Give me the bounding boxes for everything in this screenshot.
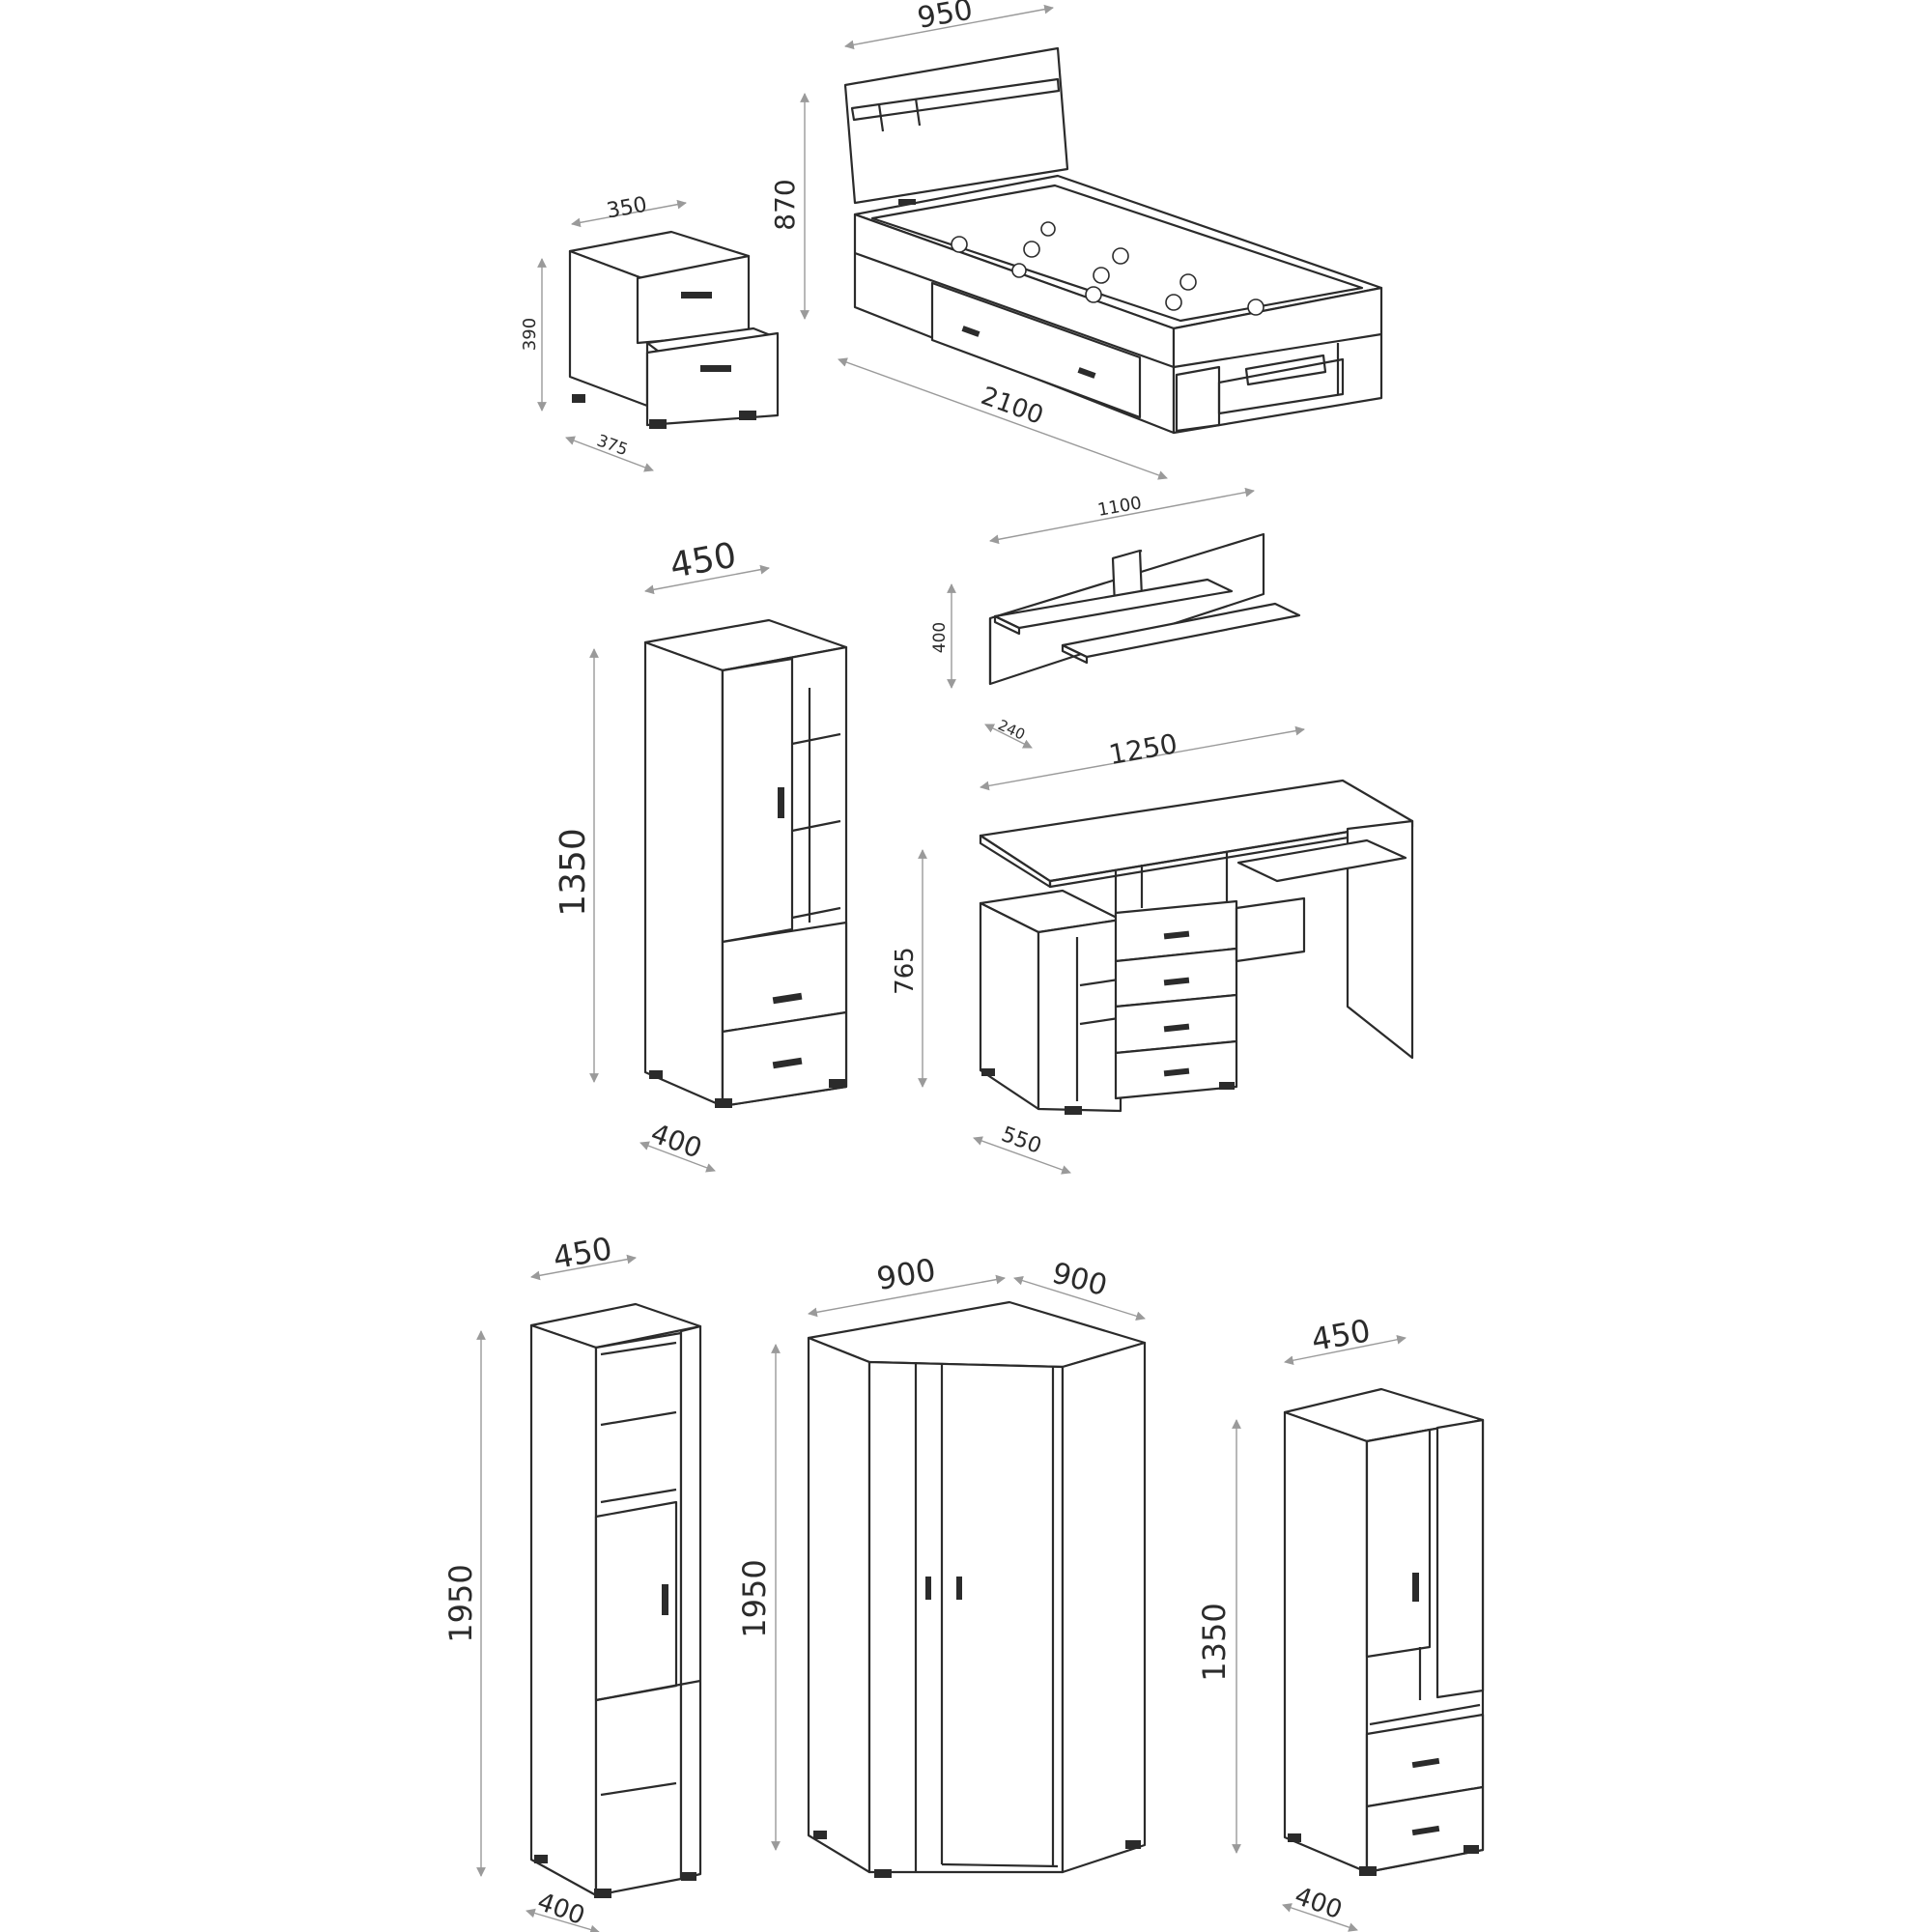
foot — [874, 1869, 892, 1878]
foot — [1288, 1833, 1301, 1842]
slat-hole — [1165, 294, 1182, 311]
foot — [981, 1068, 995, 1076]
nightstand — [568, 230, 780, 429]
corner-wardrobe-height-label: 1950 — [736, 1559, 773, 1637]
wall-shelf-width-label: 1100 — [1096, 493, 1144, 521]
foot — [1359, 1866, 1377, 1876]
drawer-handle — [772, 992, 803, 1005]
foot — [813, 1831, 827, 1839]
foot — [1219, 1082, 1235, 1090]
drawer-handle — [1163, 1023, 1190, 1033]
door-handle — [956, 1577, 962, 1600]
nightstand-width-dimension — [571, 199, 687, 228]
slat-hole — [1085, 286, 1102, 303]
slat-hole — [951, 236, 968, 253]
bed-length-label: 2100 — [978, 382, 1047, 431]
nightstand-width-label: 350 — [605, 193, 649, 224]
slat-hole — [1247, 298, 1264, 316]
foot — [594, 1889, 611, 1898]
bed — [843, 46, 1383, 435]
drawer-handle — [1411, 1757, 1440, 1769]
foot — [649, 419, 667, 429]
corner-wardrobe-left-width-dimension — [808, 1274, 1006, 1318]
drawer-handle — [961, 326, 980, 337]
bed-width-dimension — [844, 4, 1054, 50]
foot — [534, 1855, 548, 1863]
drawer-handle — [700, 365, 731, 372]
bookcase-depth-label: 400 — [533, 1888, 588, 1931]
bed-width-label: 950 — [915, 0, 975, 36]
drawer-handle — [1411, 1825, 1440, 1836]
small-wardrobe-width-dimension — [1284, 1334, 1406, 1366]
bookcase-width-label: 450 — [551, 1230, 615, 1276]
desk — [979, 779, 1414, 1115]
tall-cabinet-depth-dimension — [639, 1141, 716, 1173]
slat-hole — [1011, 263, 1027, 278]
slat-hole — [1040, 221, 1056, 237]
bookcase-width-dimension — [530, 1254, 637, 1281]
corner-wardrobe — [807, 1300, 1147, 1878]
wall-shelf — [988, 532, 1301, 686]
foot — [1065, 1106, 1082, 1115]
corner-wardrobe-left-width-label: 900 — [874, 1251, 939, 1297]
foot — [739, 411, 756, 420]
slat-hole — [1093, 267, 1110, 284]
bookcase-depth-dimension — [526, 1908, 600, 1932]
foot — [715, 1098, 732, 1108]
desk-depth-label: 550 — [998, 1122, 1044, 1159]
corner-wardrobe-right-width-label: 900 — [1048, 1257, 1110, 1304]
nightstand-depth-dimension — [565, 436, 654, 472]
bookcase — [529, 1302, 702, 1898]
door-handle — [662, 1584, 668, 1615]
wall-shelf-depth-label: 240 — [995, 716, 1028, 743]
wall-shelf-height-label: 400 — [930, 622, 950, 653]
small-wardrobe-depth-dimension — [1282, 1903, 1358, 1932]
drawer-handle — [681, 292, 712, 298]
nightstand-height-label: 390 — [520, 318, 540, 351]
drawer-handle — [772, 1057, 803, 1069]
slat-hole — [1112, 247, 1129, 265]
bookcase-height-label: 1950 — [442, 1564, 479, 1642]
tall-cabinet-height-label: 1350 — [554, 828, 593, 917]
door-handle — [925, 1577, 931, 1600]
corner-wardrobe-right-width-dimension — [1013, 1275, 1146, 1321]
desk-width-dimension — [980, 725, 1305, 791]
small-wardrobe-depth-label: 400 — [1291, 1882, 1346, 1925]
nightstand-depth-label: 375 — [594, 431, 630, 460]
foot — [829, 1079, 846, 1088]
foot — [1463, 1845, 1479, 1854]
small-wardrobe-height-label: 1350 — [1196, 1603, 1233, 1681]
bed-length-dimension — [838, 357, 1168, 480]
desk-height-label: 765 — [891, 947, 920, 995]
desk-depth-dimension — [973, 1136, 1071, 1175]
wall-shelf-width-dimension — [989, 487, 1255, 545]
tall-cabinet-depth-label: 400 — [646, 1117, 706, 1164]
tall-cabinet — [643, 618, 848, 1108]
drawer-handle — [1163, 1067, 1190, 1077]
bed-height-label: 870 — [769, 179, 801, 230]
foot — [1125, 1840, 1141, 1849]
small-wardrobe-width-label: 450 — [1309, 1312, 1374, 1358]
door-handle — [1412, 1573, 1419, 1602]
foot — [898, 199, 916, 205]
tall-cabinet-width-label: 450 — [668, 536, 740, 586]
door-handle — [778, 787, 784, 818]
foot — [681, 1872, 696, 1881]
slat-hole — [1023, 241, 1040, 258]
drawer-handle — [1163, 977, 1190, 986]
slat-hole — [1179, 273, 1197, 291]
foot — [572, 394, 585, 403]
small-wardrobe — [1283, 1387, 1485, 1876]
drawer-handle — [1163, 930, 1190, 940]
foot — [649, 1070, 663, 1079]
desk-width-label: 1250 — [1106, 727, 1179, 771]
tall-cabinet-width-dimension — [644, 564, 770, 595]
